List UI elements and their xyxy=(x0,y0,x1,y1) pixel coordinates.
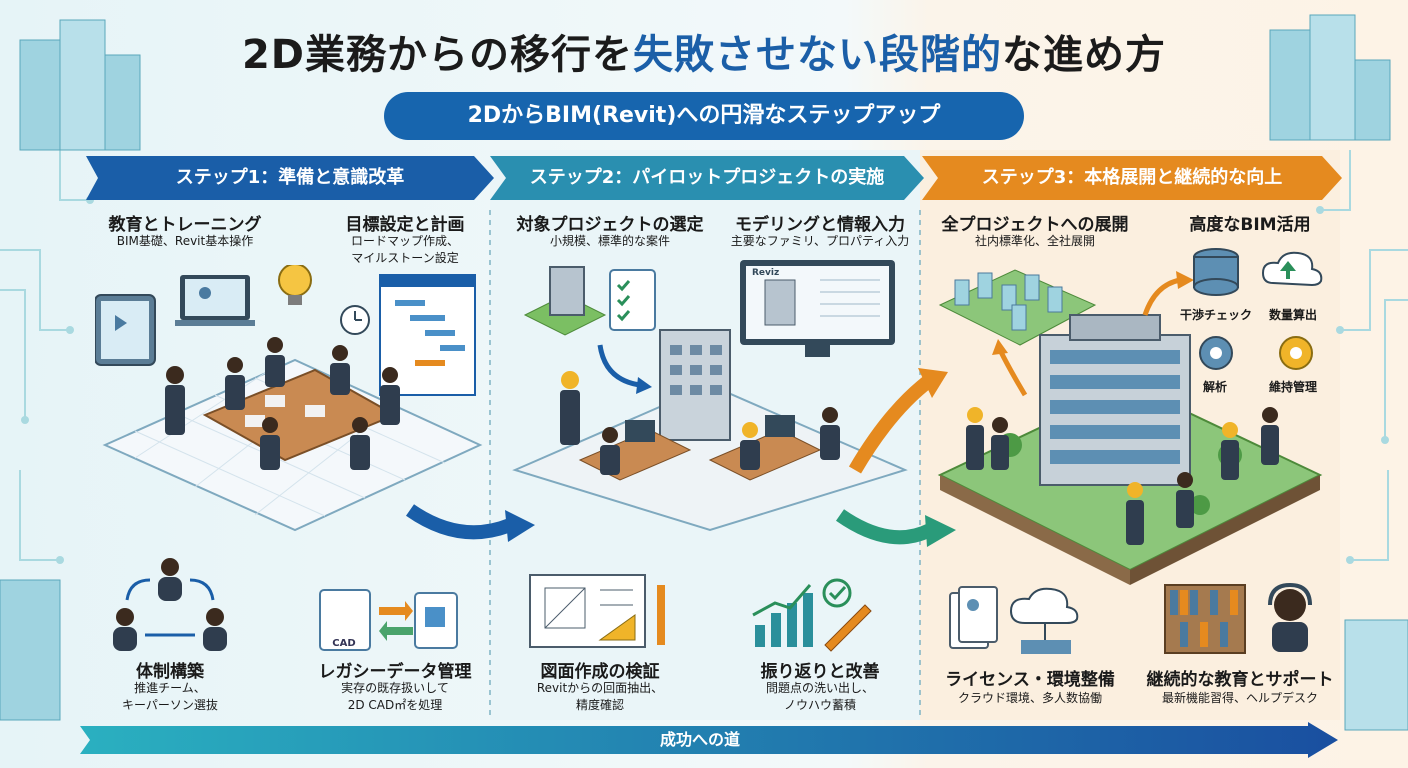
step3-item1-title: 全プロジェクトへの展開 xyxy=(941,215,1129,235)
step-transition-arrows xyxy=(405,368,956,547)
step1-item2-sub1: ロードマップ作成、 xyxy=(350,234,459,248)
file-icon xyxy=(319,589,371,651)
step1-item4-sub1: 実存の既存扱いして xyxy=(341,681,449,695)
check-icon xyxy=(822,578,852,608)
support-agent-icon xyxy=(1274,589,1306,621)
title-part1: 2D業務からの移行を xyxy=(241,32,634,78)
step1-item4-sub2: 2D CAD㎡を処理 xyxy=(347,698,443,712)
step3-item4-title: 継続的な教育とサポート xyxy=(1146,670,1334,690)
advanced-label-3: 解析 xyxy=(1202,380,1227,394)
step2-item4-sub1: 問題点の洗い出し、 xyxy=(765,681,874,695)
step3-item3-sub: クラウド環境、多人数協働 xyxy=(957,691,1102,705)
subtitle-banner: 2DからBIM(Revit)への円滑なステップアップ xyxy=(384,92,1024,140)
step1-training-illustration xyxy=(95,265,483,532)
step1-item3-sub1: 推進チーム、 xyxy=(134,681,206,695)
set-square-icon xyxy=(598,614,636,641)
step1-item3-sub2: キーパーソン選抜 xyxy=(122,698,218,712)
building-icon xyxy=(0,14,1408,731)
step3-item3-title: ライセンス・環境整備 xyxy=(945,670,1115,690)
step1-item3-title: 体制構築 xyxy=(136,662,204,682)
pencil-icon xyxy=(657,585,665,645)
step3-banner: ステップ3：本格展開と継続的な向上 xyxy=(922,156,1342,200)
step3-arrow-shape xyxy=(922,156,1342,200)
step2-item1-sub: 小規模、標準的な案件 xyxy=(549,234,670,248)
step3-item2-title: 高度なBIM活用 xyxy=(1189,215,1311,235)
step2-item1-title: 対象プロジェクトの選定 xyxy=(516,215,704,235)
step1-arrow-shape xyxy=(86,156,494,200)
step2-item3-sub1: Revitからの回面抽出、 xyxy=(536,681,664,695)
title-part3: な進め方 xyxy=(1002,32,1167,78)
people-group xyxy=(165,337,400,470)
step1-label: ステップ1：準備と意識改革 xyxy=(175,167,405,188)
building-icon xyxy=(549,266,585,316)
advanced-label-1: 干渉チェック xyxy=(1180,308,1253,322)
advanced-label-4: 維持管理 xyxy=(1268,380,1317,394)
server-icon xyxy=(1021,640,1071,654)
step2-item4-sub2: ノウハウ蓄積 xyxy=(783,698,856,712)
success-road-label: 成功への道 xyxy=(659,730,740,749)
step1-item1-title: 教育とトレーニング xyxy=(108,215,262,235)
database-icon xyxy=(1193,248,1239,296)
cad-file-label: CAD xyxy=(332,638,356,649)
step2-item2-title: モデリングと情報入力 xyxy=(735,215,905,235)
step1-banner: ステップ1：準備と意識改革 xyxy=(86,156,494,200)
step3-item4-sub: 最新機能習得、ヘルプデスク xyxy=(1161,691,1318,705)
step2-item4-title: 振り返りと改善 xyxy=(760,662,880,682)
step2-item3-title: 図面作成の検証 xyxy=(540,662,660,682)
step3-deployment-illustration xyxy=(937,269,1323,585)
success-road-arrow xyxy=(80,722,1338,758)
gear-icon xyxy=(1199,336,1233,370)
advanced-label-2: 数量算出 xyxy=(1268,308,1317,322)
drawing-verification-icon xyxy=(529,574,665,648)
team-structure-icon xyxy=(113,558,227,651)
license-environment-icon xyxy=(949,586,1079,654)
checklist-icon xyxy=(609,269,656,331)
page-title: 2D業務からの移行を失敗させない段階的な進め方 xyxy=(0,22,1408,80)
step2-pilot-illustration xyxy=(512,260,908,532)
step2-arrow-shape xyxy=(490,156,924,200)
review-improve-icon xyxy=(752,578,872,652)
advanced-bim-icons xyxy=(1193,248,1323,370)
step3-item1-sub: 社内標準化、全社展開 xyxy=(974,234,1095,248)
step1-item4-title: レガシーデータ管理 xyxy=(318,662,472,682)
pencil-icon xyxy=(824,604,872,652)
education-support-icon xyxy=(1164,582,1312,654)
step1-item2-title: 目標設定と計画 xyxy=(345,215,465,235)
step1-item1-sub: BIM基礎、Revit基本操作 xyxy=(116,234,254,248)
legacy-data-icon xyxy=(319,589,458,651)
step2-label: ステップ2：パイロットプロジェクトの実施 xyxy=(529,167,885,188)
step3-label: ステップ3：本格展開と継続的な向上 xyxy=(981,167,1283,188)
step1-item2-sub2: マイルストーン設定 xyxy=(351,251,459,265)
cloud-sync-icon xyxy=(1261,251,1323,287)
gear-icon xyxy=(1279,336,1313,370)
step2-item3-sub2: 精度確認 xyxy=(575,698,624,712)
step2-banner: ステップ2：パイロットプロジェクトの実施 xyxy=(490,156,924,200)
cloud-icon xyxy=(1009,587,1079,624)
title-part2: 失敗させない段階的 xyxy=(633,32,1003,78)
monitor-app-label: Reviz xyxy=(752,268,780,278)
lightbulb-icon xyxy=(278,265,312,297)
step2-item2-sub: 主要なファミリ、プロパティ入力 xyxy=(730,234,910,248)
